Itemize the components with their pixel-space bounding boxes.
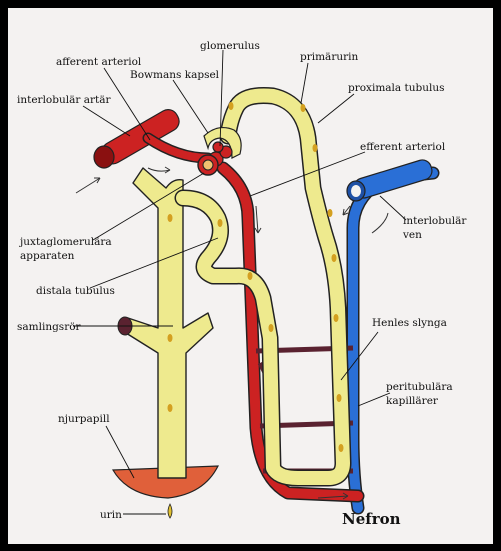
diagram-frame: afferent arteriol glomerulus primärurin … — [8, 8, 493, 544]
label-interlobular-artar: interlobulär artär — [17, 94, 111, 106]
leader-primarurin — [301, 63, 308, 103]
label-samlingsror: samlingsrör — [17, 321, 82, 333]
leader-proximala-tubulus — [318, 94, 354, 123]
diagram-title: Nefron — [342, 510, 401, 528]
label-proximala-tubulus: proximala tubulus — [348, 82, 445, 94]
interlobular-vein — [347, 158, 434, 201]
label-afferent-arteriol: afferent arteriol — [56, 56, 142, 68]
label-glomerulus: glomerulus — [200, 40, 260, 52]
label-peritubulara-line2: kapillärer — [386, 395, 439, 407]
label-interlobular-ven-line2: ven — [402, 229, 422, 241]
interlobular-artery — [94, 106, 183, 168]
label-njurpapill: njurpapill — [58, 413, 110, 425]
leader-interlobular-artar — [83, 106, 130, 136]
label-juxta-line1: juxtaglomerulära — [18, 236, 112, 248]
label-primarurin: primärurin — [300, 51, 358, 63]
label-henles-slynga: Henles slynga — [372, 317, 447, 329]
label-efferent-arteriol: efferent arteriol — [360, 141, 446, 153]
label-distala-tubulus: distala tubulus — [36, 285, 115, 297]
label-juxta-line2: apparaten — [20, 250, 75, 262]
label-peritubulara-line1: peritubulära — [386, 381, 453, 393]
label-urin: urin — [100, 509, 122, 521]
nephron-diagram: afferent arteriol glomerulus primärurin … — [8, 8, 493, 544]
urine-drop — [168, 504, 172, 518]
label-interlobular-ven-line1: interlobulär — [403, 215, 467, 227]
juxtaglomerular-apparatus — [198, 155, 218, 175]
label-bowmans-kapsel: Bowmans kapsel — [130, 69, 220, 81]
